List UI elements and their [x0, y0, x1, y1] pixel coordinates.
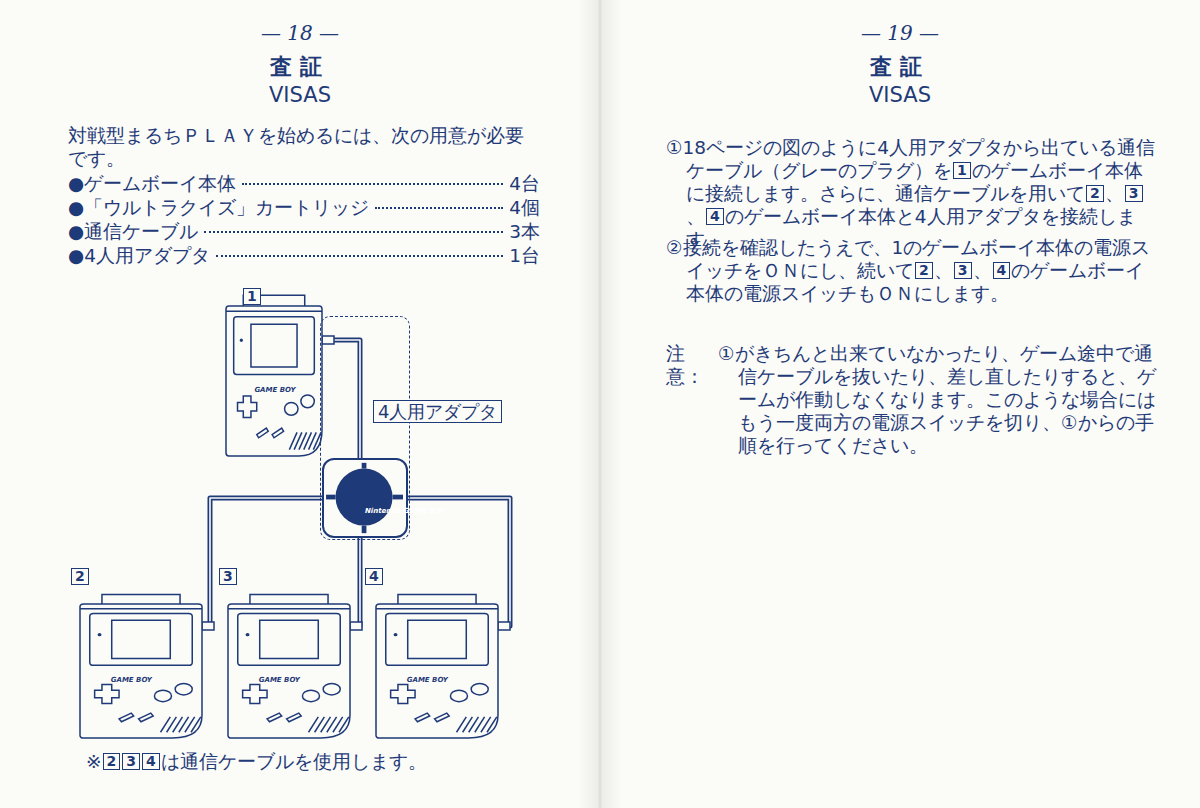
- callout-number: 3: [1125, 185, 1143, 202]
- parts-list-row: ●ゲームボーイ本体 4台: [68, 172, 540, 195]
- four-player-adapter: Nintendo GAME BOY: [322, 458, 408, 538]
- callout-number: 3: [954, 262, 972, 279]
- step-text: ①18ページの図のように4人用アダプタから出ている通信ケーブル（グレーのプラグ）…: [666, 136, 1158, 251]
- caution-heading: 注意：: [666, 342, 722, 388]
- dot-leader: [375, 207, 503, 209]
- game-boy-drawing: [80, 604, 202, 738]
- dot-leader: [216, 255, 503, 257]
- text-run: — 18 —: [261, 21, 339, 45]
- parts-list-row: ●4人用アダプタ 1台: [68, 244, 540, 267]
- logo-text: GAME BOY: [259, 676, 300, 684]
- text-run: 、: [973, 260, 992, 281]
- section-title: 査証: [200, 54, 400, 80]
- text-run: 、: [934, 260, 953, 281]
- parts-item: ●「ウルトラクイズ」カートリッジ: [68, 196, 369, 219]
- parts-list-row: ●「ウルトラクイズ」カートリッジ 4個: [68, 196, 540, 219]
- text-run: ※: [86, 751, 102, 772]
- cable-core: [322, 340, 360, 458]
- callout-number: 4: [706, 208, 724, 225]
- caution-text: ①がきちんと出来ていなかったり、ゲーム途中で通信ケーブルを抜いたり、差し直したり…: [718, 342, 1158, 457]
- text-run: 対戦型まるちＰＬＡＹを始めるには、次の用意が必要です。: [68, 125, 524, 169]
- page-fold: [578, 0, 622, 808]
- cable-note: ※234は通信ケーブルを使用します。: [86, 750, 526, 773]
- game-boy-drawing: [226, 306, 322, 456]
- section-title: 査証: [800, 54, 1000, 80]
- parts-count: 3本: [509, 220, 540, 243]
- cable-plug: [202, 622, 214, 630]
- parts-item: ●通信ケーブル: [68, 220, 198, 243]
- game-boy: 2GAME BOY: [80, 604, 202, 738]
- callout-number: 1: [243, 288, 261, 305]
- cable-plug: [498, 622, 510, 630]
- dot-leader: [204, 231, 503, 233]
- link-cable: [350, 538, 360, 626]
- adapter-drawing: [324, 460, 406, 536]
- parts-list-row: ●通信ケーブル 3本: [68, 220, 540, 243]
- text-run: 注意：: [666, 343, 704, 387]
- callout-number: 3: [122, 753, 140, 770]
- text-run: VISAS: [869, 83, 931, 107]
- text-run: 査証: [870, 54, 929, 79]
- page-number: — 19 —: [800, 20, 1000, 46]
- game-boy: 4GAME BOY: [376, 604, 498, 738]
- logo-text: GAME BOY: [111, 676, 152, 684]
- section-subtitle: VISAS: [200, 82, 400, 108]
- callout-number: 1: [953, 162, 971, 179]
- parts-count: 4台: [509, 172, 540, 195]
- callout-number: 2: [915, 262, 933, 279]
- text-run: 査証: [270, 54, 329, 79]
- callout-number: 2: [103, 753, 121, 770]
- logo-text: Nintendo GAME BOY: [365, 507, 445, 515]
- callout-number: 4: [142, 753, 160, 770]
- cable-core: [350, 538, 360, 626]
- step-text: ②接続を確認したうえで、1のゲームボーイ本体の電源スイッチをＯＮにし、続いて2、…: [666, 236, 1158, 305]
- intro-text: 対戦型まるちＰＬＡＹを始めるには、次の用意が必要です。: [68, 124, 542, 170]
- link-cable-group: [322, 336, 360, 458]
- text-run: は通信ケーブルを使用します。: [161, 751, 427, 772]
- text-run: ①がきちんと出来ていなかったり、ゲーム途中で通信ケーブルを抜いたり、差し直したり…: [718, 343, 1156, 456]
- parts-item: ●ゲームボーイ本体: [68, 172, 236, 195]
- callout-number: 2: [71, 568, 89, 585]
- dot-leader: [242, 183, 503, 185]
- parts-item: ●4人用アダプタ: [68, 244, 210, 267]
- cable-plug: [322, 336, 334, 344]
- game-boy-drawing: [376, 604, 498, 738]
- text-run: VISAS: [269, 83, 331, 107]
- callout-number: 4: [365, 568, 383, 585]
- game-boy: 1GAME BOY: [226, 306, 322, 456]
- game-boy-drawing: [228, 604, 350, 738]
- cable-plug: [350, 622, 362, 630]
- logo-text: GAME BOY: [407, 676, 448, 684]
- link-cable-group: [350, 538, 362, 630]
- text-run: 、: [686, 206, 705, 227]
- logo-text: GAME BOY: [254, 386, 295, 394]
- section-subtitle: VISAS: [800, 82, 1000, 108]
- region-label: 4人用アダプタ: [373, 400, 502, 423]
- text-run: — 19 —: [861, 21, 939, 45]
- text-run: 、: [1105, 183, 1124, 204]
- game-boy: 3GAME BOY: [228, 604, 350, 738]
- link-cable: [322, 340, 360, 458]
- parts-count: 1台: [509, 244, 540, 267]
- parts-count: 4個: [509, 196, 540, 219]
- page-number: — 18 —: [200, 20, 400, 46]
- callout-number: 2: [1086, 185, 1104, 202]
- adapter-region: 4人用アダプタNintendo GAME BOY: [320, 316, 410, 540]
- callout-number: 3: [219, 568, 237, 585]
- callout-number: 4: [993, 262, 1011, 279]
